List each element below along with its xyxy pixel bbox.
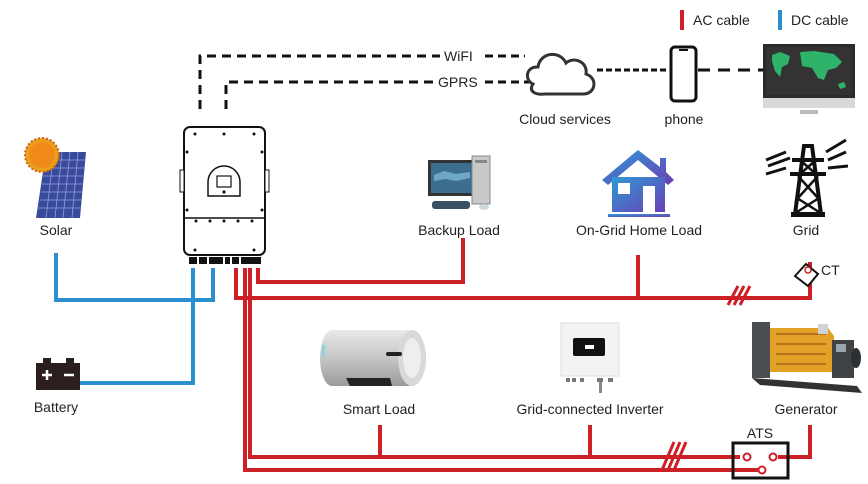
power-pylon-icon — [765, 138, 849, 217]
legend — [680, 10, 782, 30]
cloud-icon — [525, 53, 596, 96]
phone-label: phone — [664, 111, 704, 127]
solar-label: Solar — [39, 222, 73, 238]
three-phase-mark — [738, 285, 752, 306]
legend-dc-label: DC cable — [791, 12, 849, 28]
battery-label: Battery — [33, 399, 79, 415]
inverter-terminals — [189, 257, 261, 264]
dc-cables — [54, 253, 215, 385]
dc-solar-cable — [54, 253, 215, 302]
desktop-monitor-icon — [763, 44, 855, 114]
ats-label: ATS — [746, 425, 774, 441]
legend-ac-label: AC cable — [693, 12, 750, 28]
hybrid-inverter-icon — [179, 126, 270, 264]
battery-icon — [36, 358, 80, 390]
three-phase-marks — [660, 285, 752, 471]
wifi-link-left — [198, 54, 440, 109]
legend-dc-swatch — [778, 10, 782, 30]
backup-load-label: Backup Load — [418, 222, 500, 238]
three-phase-mark — [660, 441, 676, 471]
string-inverter-icon — [560, 322, 620, 393]
ac-backup-load-cable — [256, 238, 465, 284]
grid-inverter-label: Grid-connected Inverter — [516, 401, 664, 417]
legend-ac-swatch — [680, 10, 684, 30]
three-phase-mark — [672, 441, 688, 471]
three-phase-mark — [726, 285, 740, 306]
smart-load-label: Smart Load — [342, 401, 416, 417]
three-phase-mark — [666, 441, 682, 471]
ac-generator-cable — [778, 425, 812, 459]
solar-panel-icon — [24, 137, 86, 219]
current-transformer-icon — [793, 262, 820, 288]
water-heater-icon — [320, 330, 426, 386]
desktop-computer-icon — [428, 155, 491, 210]
wifi-label: WiFI — [444, 48, 473, 64]
comm-links — [198, 54, 764, 109]
ac-generator-bus — [243, 268, 762, 472]
ats-switch-icon — [731, 441, 790, 480]
home-load-label: On-Grid Home Load — [575, 222, 703, 238]
three-phase-mark — [732, 285, 746, 306]
house-icon — [602, 150, 674, 217]
ct-label: CT — [821, 262, 840, 278]
dc-battery-cable — [80, 268, 195, 385]
generator-icon — [752, 322, 862, 393]
grid-label: Grid — [792, 222, 820, 238]
cloud-services-label: Cloud services — [519, 111, 611, 127]
ac-smart-load-bus — [248, 268, 740, 459]
gprs-label: GPRS — [438, 74, 478, 90]
smartphone-icon — [669, 45, 698, 103]
generator-label: Generator — [774, 401, 838, 417]
gprs-link-left — [224, 80, 433, 109]
